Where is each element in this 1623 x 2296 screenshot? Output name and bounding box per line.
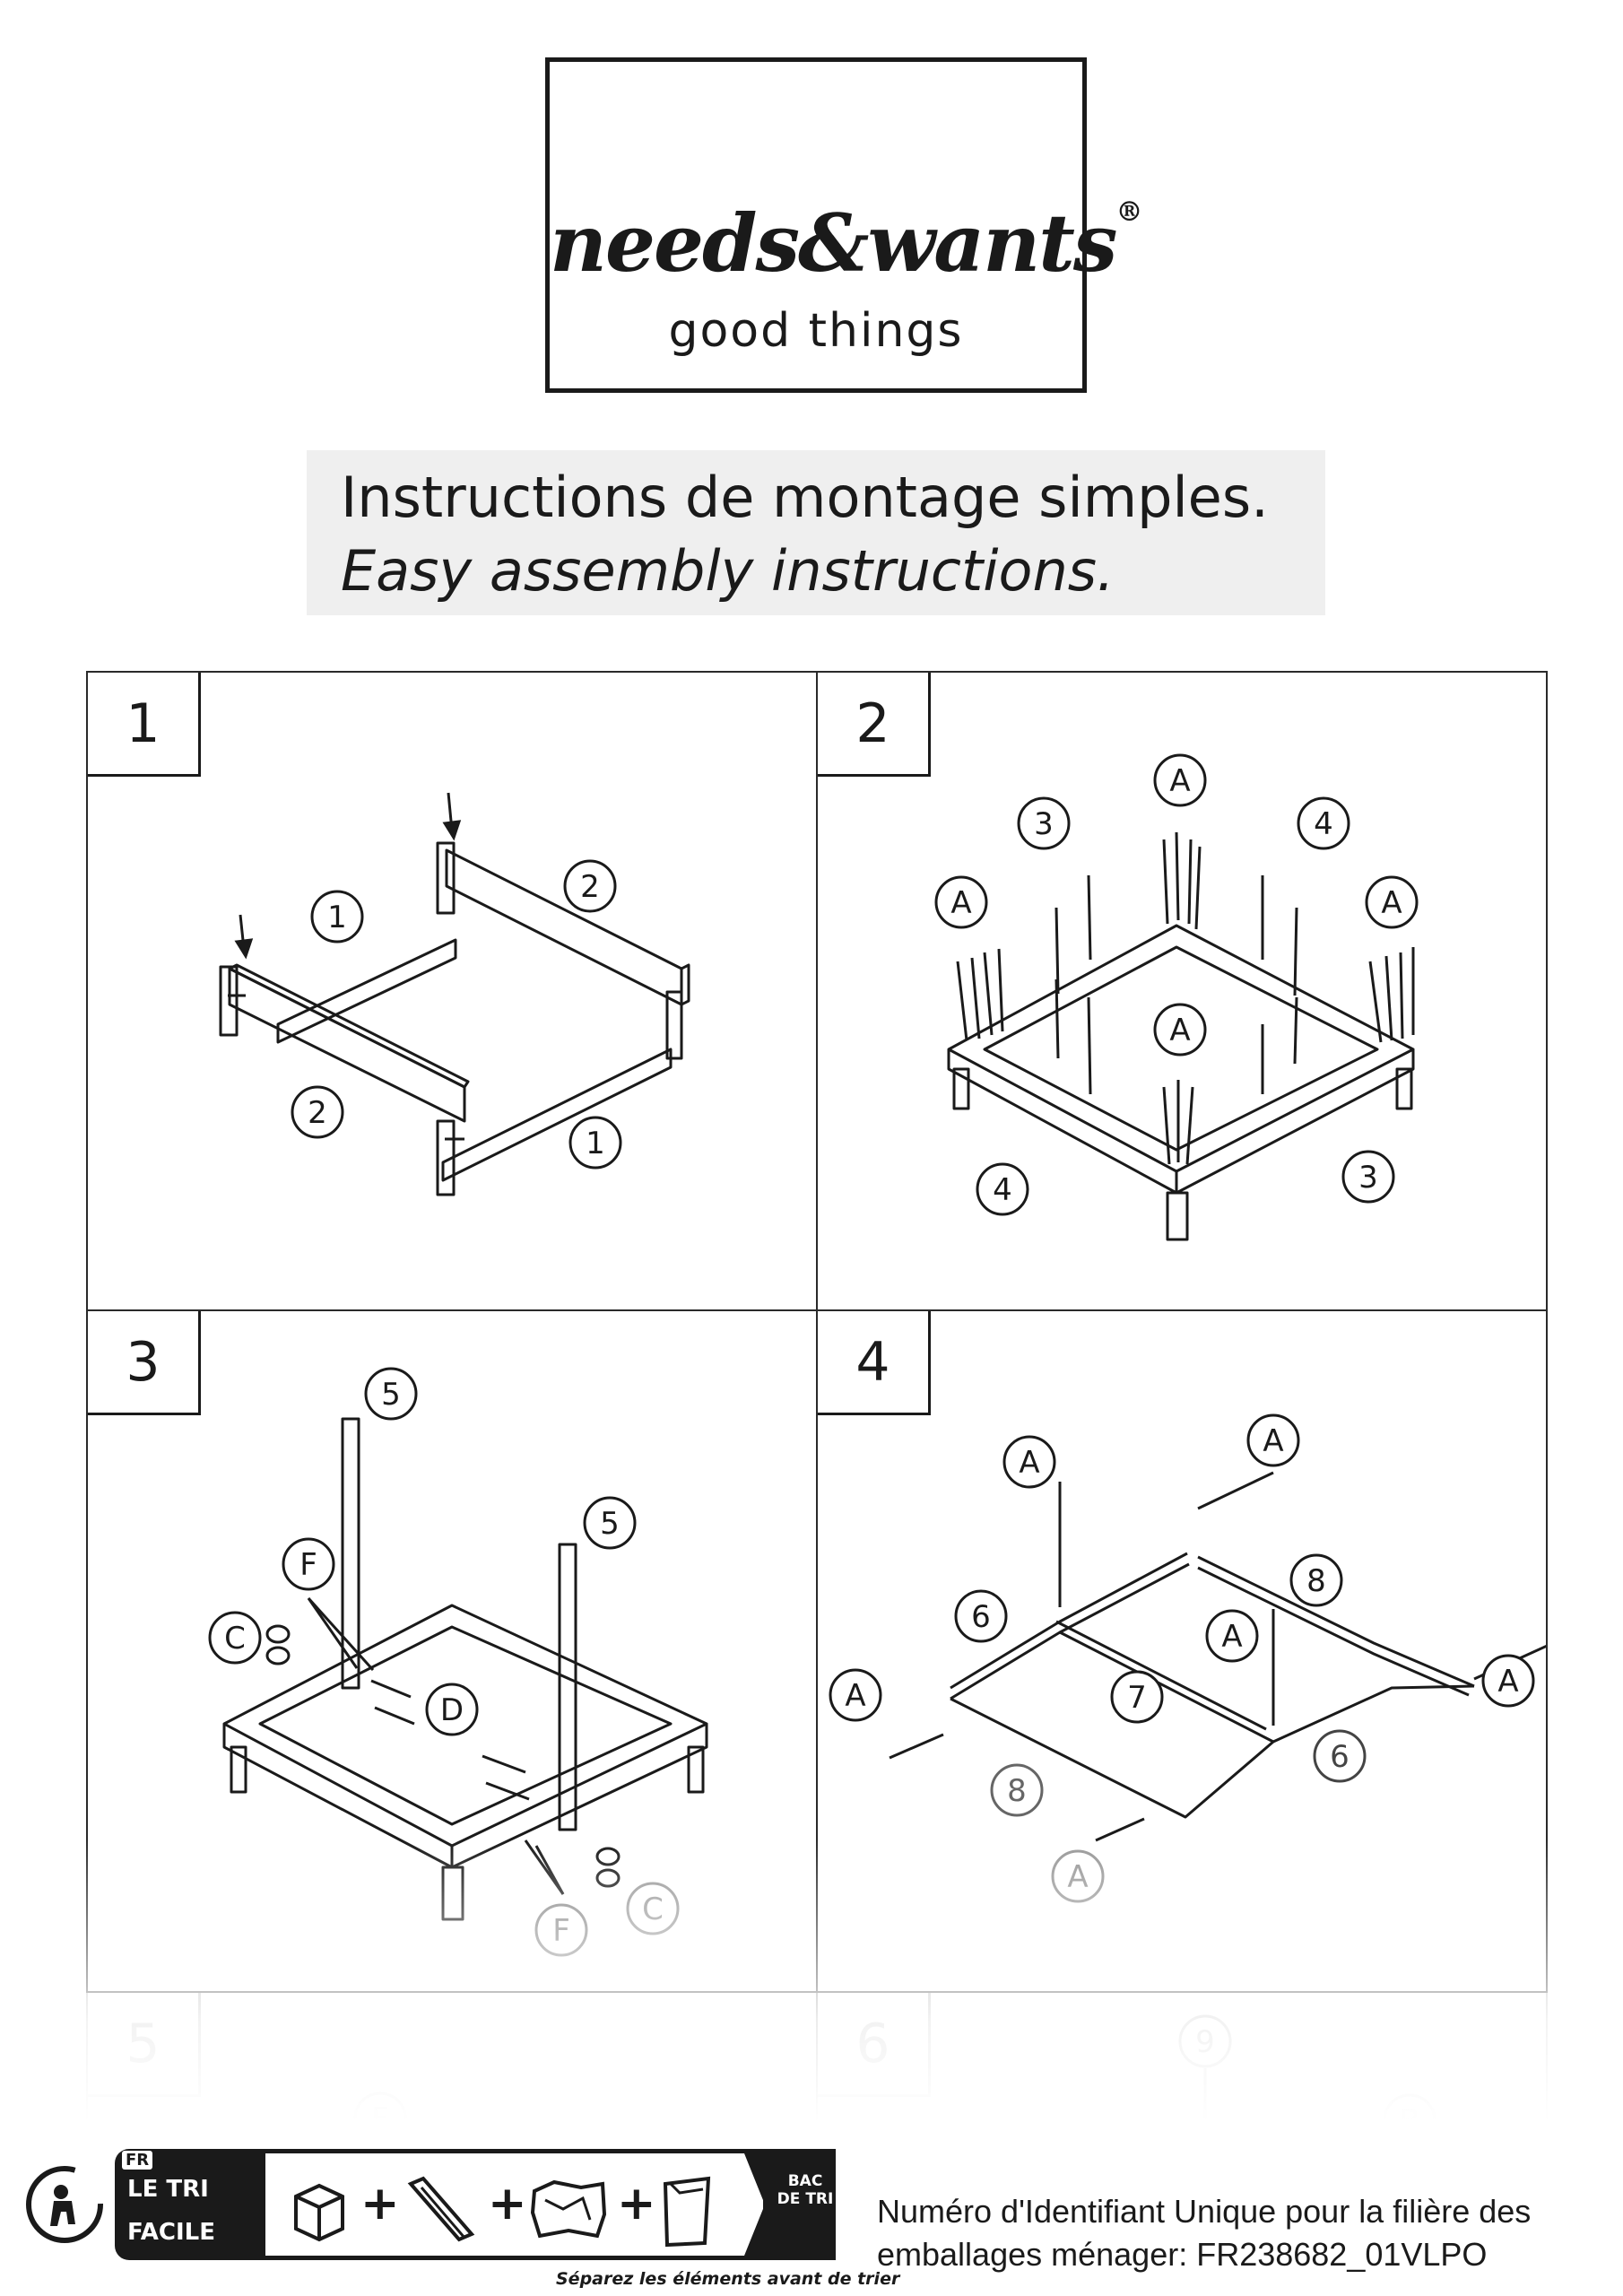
step-panel-1: 1 2 2 1 1 bbox=[86, 671, 818, 1311]
part-callout: A bbox=[1365, 875, 1419, 929]
part-callout: 3 bbox=[1341, 1150, 1395, 1204]
tri-country: FR bbox=[122, 2151, 153, 2170]
part-label: 6 bbox=[1330, 1739, 1350, 1775]
part-callout: 4 bbox=[1297, 796, 1350, 850]
part-callout: D bbox=[425, 1683, 479, 1736]
part-callout: A bbox=[1481, 1654, 1535, 1708]
title-band: Instructions de montage simples. Easy as… bbox=[307, 450, 1325, 615]
step-4-illustration: A A 8 6 A A 7 A 6 8 A bbox=[829, 1413, 1546, 1903]
part-label: 6 bbox=[971, 1599, 991, 1635]
bag-icon bbox=[663, 2176, 711, 2248]
part-label: C bbox=[224, 1621, 246, 1657]
bin-label: BAC DE TRI bbox=[777, 2172, 834, 2208]
part-label: A bbox=[1169, 763, 1190, 799]
part-label: 4 bbox=[993, 1172, 1012, 1208]
footer: FR LE TRI FACILE + + + bbox=[0, 2135, 1623, 2296]
part-callout: A bbox=[1153, 1003, 1207, 1057]
step-panel-2: A 3 4 A A A 4 3 2 bbox=[816, 671, 1548, 1311]
brand-tagline: good things bbox=[668, 304, 964, 358]
part-label: A bbox=[1381, 885, 1402, 921]
part-callout: A bbox=[1153, 753, 1207, 807]
part-label: F bbox=[299, 1547, 317, 1583]
unique-identifier-text: Numéro d'Identifiant Unique pour la fili… bbox=[877, 2193, 1532, 2273]
part-label: 5 bbox=[600, 1506, 620, 1542]
part-label: A bbox=[1263, 1423, 1283, 1459]
foam-icon bbox=[530, 2179, 607, 2239]
part-label: A bbox=[1169, 1013, 1190, 1048]
tri-items-strip: + + + bbox=[265, 2149, 768, 2260]
part-label: 4 bbox=[1314, 806, 1333, 842]
part-callout: A bbox=[934, 875, 988, 929]
part-callout: F bbox=[282, 1537, 335, 1591]
triman-icon bbox=[26, 2166, 103, 2243]
brand-name: needs&wants bbox=[550, 196, 1117, 290]
part-callout: 8 bbox=[990, 1763, 1044, 1817]
part-callout: 5 bbox=[364, 1367, 418, 1421]
part-callout: 1 bbox=[310, 890, 364, 944]
step-1-illustration: 1 2 2 1 bbox=[219, 792, 690, 1196]
part-label: A bbox=[1221, 1619, 1242, 1655]
step-number-1: 1 bbox=[88, 673, 201, 777]
part-callout: 6 bbox=[1313, 1729, 1367, 1783]
tri-note: Séparez les éléments avant de trier bbox=[556, 2269, 900, 2289]
step-number-4: 4 bbox=[818, 1311, 931, 1415]
part-label: 8 bbox=[1306, 1563, 1326, 1599]
part-label: 1 bbox=[586, 1126, 605, 1161]
part-callout: A bbox=[829, 1668, 882, 1722]
plus-icon: + bbox=[488, 2177, 527, 2231]
part-label: A bbox=[1019, 1445, 1039, 1481]
step-number-3: 3 bbox=[88, 1311, 201, 1415]
part-callout: A bbox=[1002, 1435, 1056, 1489]
registered-mark: ® bbox=[1115, 196, 1142, 228]
tri-line1: LE TRI bbox=[127, 2176, 209, 2203]
part-label: 7 bbox=[1127, 1680, 1147, 1716]
part-callout: 2 bbox=[563, 859, 617, 913]
brand-logo: needs&wants® bbox=[550, 196, 1142, 290]
plank-icon bbox=[407, 2176, 475, 2242]
step-2-illustration: A 3 4 A A A 4 3 bbox=[934, 753, 1419, 1241]
part-label: A bbox=[845, 1678, 865, 1714]
part-label: 8 bbox=[1007, 1773, 1027, 1809]
plus-icon: + bbox=[360, 2177, 400, 2231]
part-label: 2 bbox=[580, 869, 600, 905]
part-label: 3 bbox=[1358, 1160, 1378, 1196]
tri-info-banner: FR LE TRI FACILE + + + bbox=[115, 2149, 836, 2260]
part-label: 2 bbox=[308, 1095, 327, 1131]
part-callout: 1 bbox=[568, 1116, 622, 1170]
step-number-2: 2 bbox=[818, 673, 931, 777]
part-label: A bbox=[1497, 1664, 1518, 1700]
tri-line2: FACILE bbox=[127, 2219, 215, 2246]
part-callout: A bbox=[1205, 1609, 1259, 1663]
part-label: 3 bbox=[1034, 806, 1054, 842]
tri-label: FR LE TRI FACILE bbox=[115, 2149, 265, 2260]
plus-icon: + bbox=[617, 2177, 656, 2231]
part-callout: 2 bbox=[291, 1085, 344, 1139]
part-callout: 4 bbox=[976, 1162, 1029, 1216]
box-icon bbox=[294, 2183, 344, 2242]
part-label: A bbox=[950, 885, 971, 921]
logo-frame: needs&wants® good things bbox=[545, 57, 1142, 393]
part-callout: 3 bbox=[1017, 796, 1071, 850]
part-callout: A bbox=[1246, 1413, 1300, 1467]
part-callout: 6 bbox=[954, 1589, 1008, 1643]
part-callout: 8 bbox=[1289, 1553, 1343, 1607]
step-3-illustration: 5 5 F C D F C bbox=[208, 1367, 708, 1957]
part-callout: C bbox=[208, 1611, 262, 1665]
part-label: D bbox=[440, 1692, 464, 1728]
part-callout: 5 bbox=[583, 1496, 637, 1550]
part-label: 1 bbox=[327, 900, 347, 935]
part-label: 5 bbox=[381, 1377, 401, 1413]
title-english: Easy assembly instructions. bbox=[341, 538, 1115, 604]
title-french: Instructions de montage simples. bbox=[341, 465, 1269, 530]
part-callout: 7 bbox=[1110, 1670, 1164, 1724]
